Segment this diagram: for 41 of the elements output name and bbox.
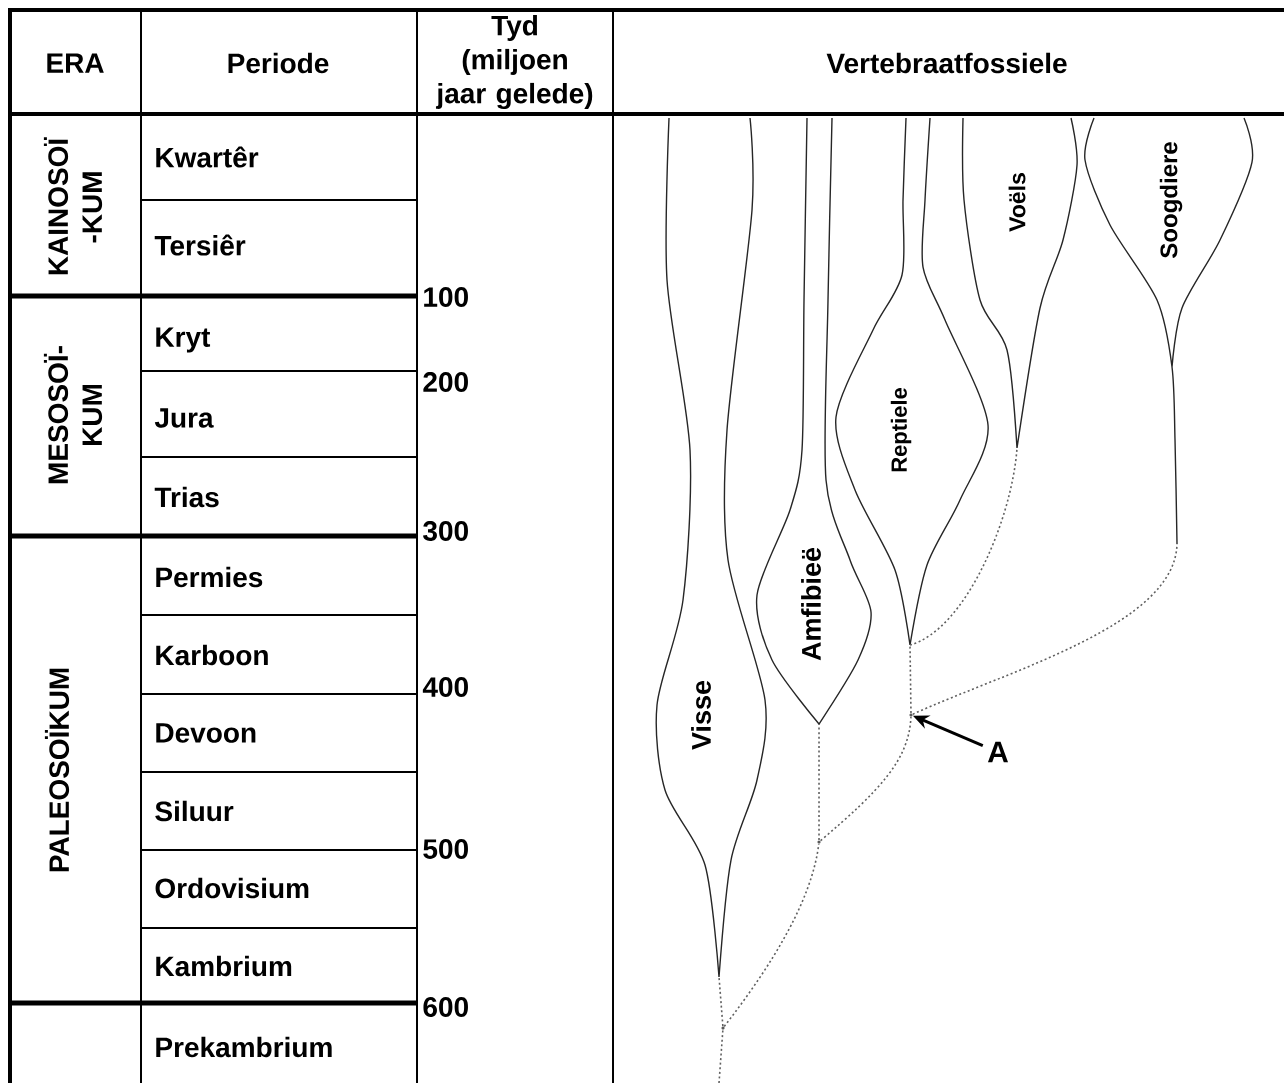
callout-letter: A: [987, 741, 1009, 763]
column-header: Periode: [228, 52, 329, 74]
period-label: Trias: [154, 486, 219, 508]
column-header: ERA: [47, 53, 104, 73]
period-label: Karboon: [156, 644, 268, 666]
lineage-branch: [718, 976, 724, 1027]
period-label: Siluur: [155, 800, 234, 822]
period-label: Devoon: [156, 723, 256, 743]
period-label: Prekambrium: [156, 1036, 332, 1058]
lineage-label: Soogdiere: [1159, 142, 1183, 258]
era-label: MESOSOÏ- KUM: [43, 346, 103, 484]
lineage-branch: [909, 447, 1018, 646]
time-label: 500: [423, 839, 468, 859]
time-label: 200: [423, 372, 468, 392]
branch-point: [909, 713, 913, 717]
period-label: Permies: [156, 566, 263, 588]
column-header: Vertebraatfossiele: [826, 52, 1067, 74]
lineage-label: Amfibieë: [801, 547, 821, 661]
period-label: Ordovisium: [155, 877, 309, 899]
period-label: Jura: [154, 408, 214, 428]
period-label: Kambrium: [156, 955, 292, 977]
branch-point: [817, 840, 821, 844]
lineage-label: Visse: [691, 680, 711, 750]
lineage-branch: [818, 723, 820, 841]
time-label: 300: [423, 521, 468, 541]
lineage-branch: [819, 716, 912, 842]
time-label: 100: [424, 287, 468, 307]
lineage-branch: [723, 843, 820, 1028]
period-label: Kwartêr: [156, 146, 259, 168]
lineage-branch: [718, 1029, 724, 1083]
time-label: 400: [422, 677, 468, 697]
era-label: KAINOSOÏ -KUM: [43, 137, 103, 275]
period-label: Kryt: [156, 327, 211, 353]
period-label: Tersiêr: [154, 234, 246, 256]
column-header: Tyd (miljoen jaar gelede): [436, 14, 593, 110]
era-label: PALEOSOÏKUM: [44, 668, 70, 872]
lineage-label: Voëls: [1008, 173, 1026, 232]
time-label: 600: [423, 997, 468, 1017]
lineage-branch: [909, 644, 912, 714]
lineage-label: Reptiele: [890, 387, 912, 472]
branch-point: [721, 1026, 725, 1030]
